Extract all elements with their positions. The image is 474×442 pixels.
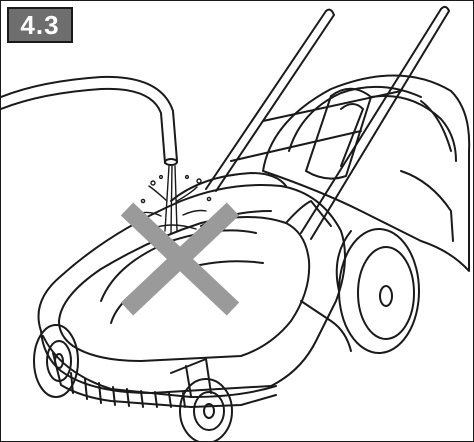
step-number-badge: 4.3	[7, 7, 73, 43]
cross-mark-icon	[120, 202, 240, 316]
front-right-wheel	[179, 378, 233, 441]
rear-wheel	[335, 228, 420, 354]
front-left-wheel	[33, 324, 79, 398]
mower-deck	[37, 172, 352, 408]
grass-catcher	[262, 74, 471, 272]
garden-hose	[1, 75, 178, 166]
mower-handle	[205, 5, 450, 240]
